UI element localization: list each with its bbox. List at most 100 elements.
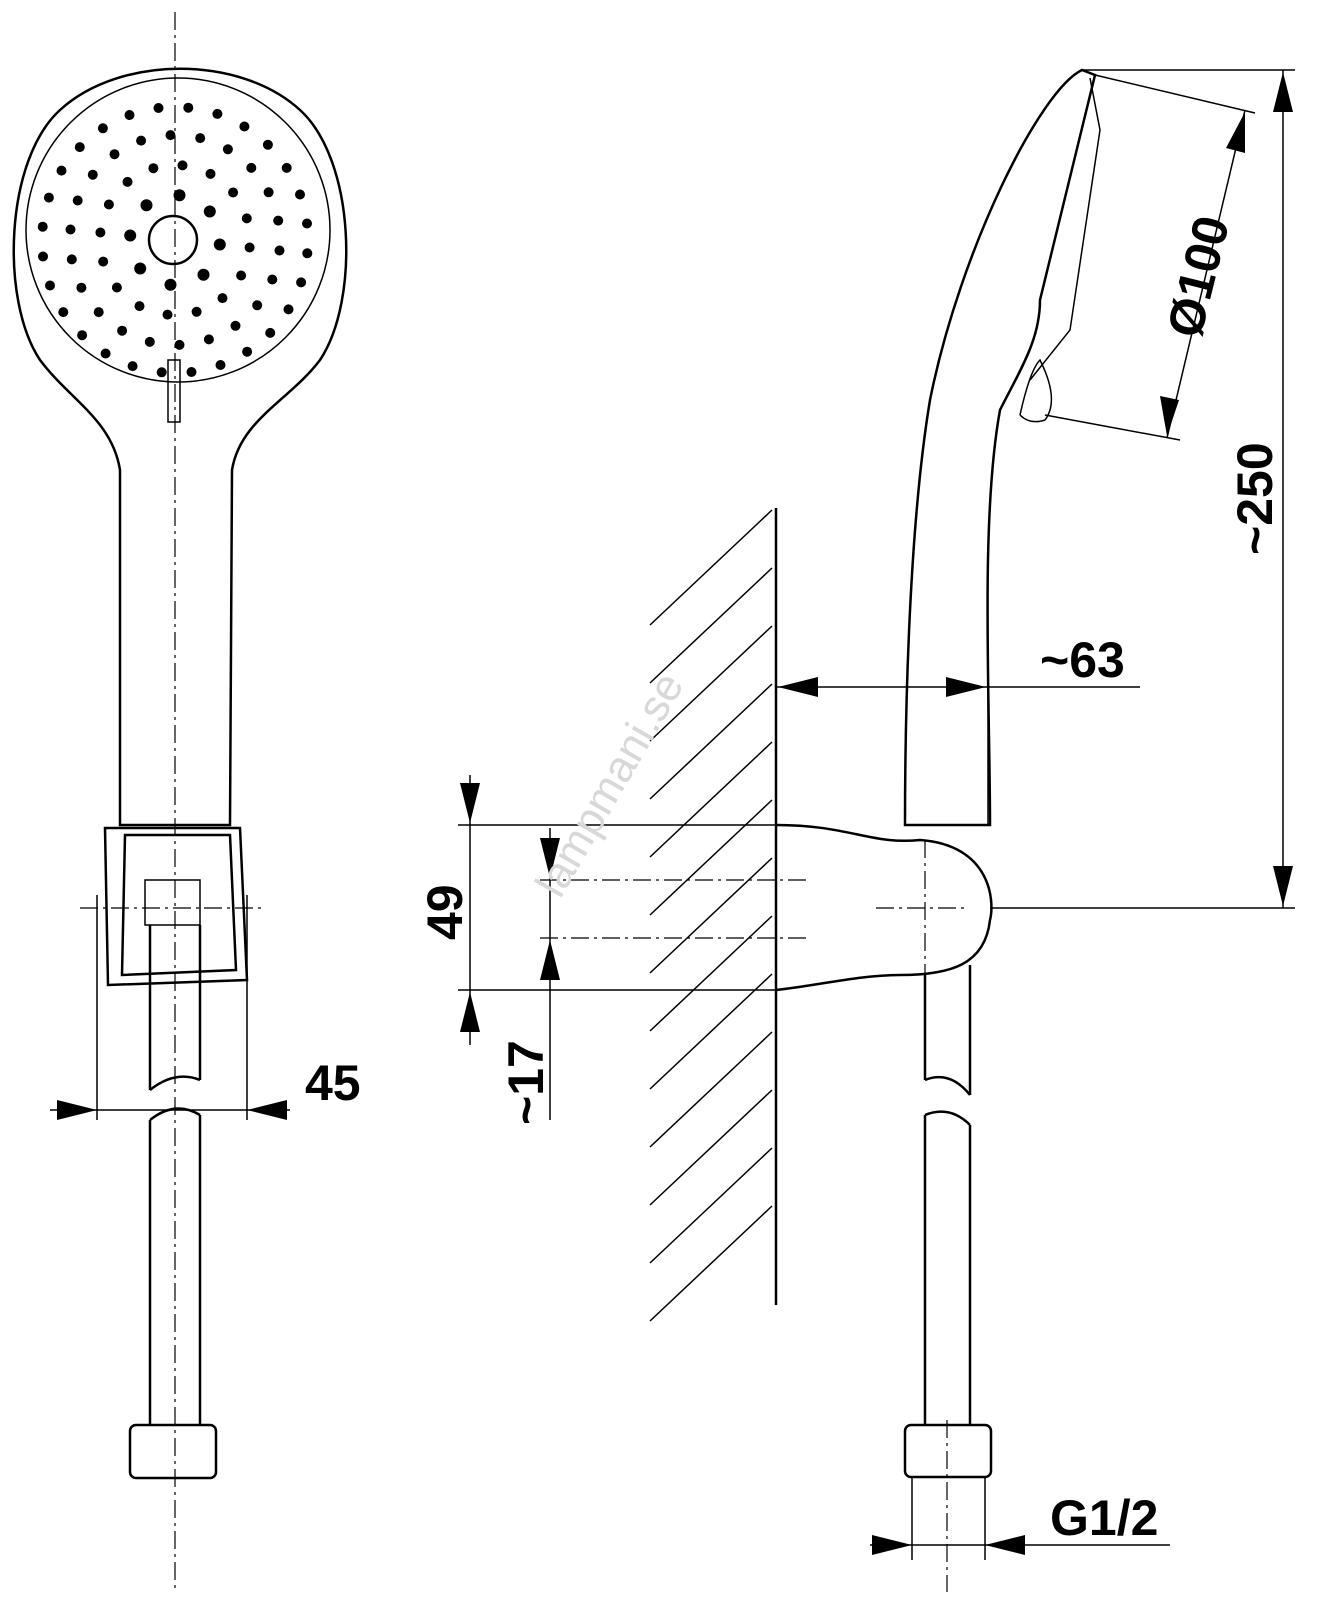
nozzle [262, 139, 273, 150]
hose-side-upper [923, 965, 972, 1096]
nozzle [45, 280, 55, 291]
arrow [1273, 866, 1293, 906]
nozzle [212, 108, 223, 119]
shower-head-outline [12, 67, 348, 827]
nozzle [124, 229, 137, 242]
hose-nut-side [903, 1423, 993, 1479]
nozzle [122, 176, 133, 187]
nozzle [93, 307, 104, 318]
nozzle [65, 224, 76, 235]
nozzle [103, 199, 114, 210]
dim-head-diameter: Ø100 [1156, 210, 1240, 342]
dim-wall-projection: ~63 [1040, 632, 1125, 688]
arrow [985, 1535, 1025, 1555]
nozzle [58, 307, 69, 318]
hose-nut-front [128, 1423, 218, 1480]
nozzle [273, 215, 284, 226]
arrow [1226, 112, 1245, 153]
arrow [460, 992, 480, 1032]
shower-head-face [25, 77, 331, 383]
nozzle [183, 102, 194, 113]
nozzle [177, 160, 188, 171]
nozzle [100, 348, 111, 359]
hatch-line [649, 1089, 773, 1206]
nozzle [174, 339, 185, 350]
wall-hatching [649, 509, 773, 1322]
hose-side-lower [923, 1110, 972, 1425]
nozzle [162, 309, 173, 320]
nozzle [203, 205, 216, 218]
nozzle [72, 195, 83, 206]
nozzle [203, 334, 214, 345]
nozzle [164, 278, 177, 291]
nozzle [213, 238, 226, 251]
center-button [147, 214, 199, 266]
nozzle [191, 306, 202, 317]
nozzle [195, 133, 206, 144]
hatch-line [649, 973, 773, 1090]
hatch-line [649, 799, 773, 916]
nozzle [173, 189, 186, 202]
spray-face-side [1029, 77, 1101, 381]
nozzle [267, 274, 278, 285]
hatch-line [649, 567, 773, 684]
dim-bracket-width: 45 [305, 1055, 361, 1111]
nozzle [252, 300, 263, 311]
nozzle [136, 135, 147, 146]
arrow [247, 1100, 287, 1120]
dim-connection-thread: G1/2 [1050, 1490, 1158, 1546]
nozzle [302, 248, 313, 259]
arrow [540, 940, 560, 980]
nozzle [165, 130, 176, 141]
nozzle [87, 169, 98, 180]
nozzle [205, 168, 216, 179]
hatch-line [649, 857, 773, 974]
nozzle [38, 251, 48, 262]
nozzle [244, 242, 255, 253]
nozzle [197, 268, 210, 281]
ext-line [1094, 74, 1256, 114]
nozzle [153, 103, 164, 113]
nozzle [283, 304, 294, 315]
nozzle [77, 330, 88, 341]
nozzle [140, 199, 153, 212]
nozzle [124, 110, 135, 120]
nozzle [228, 187, 239, 198]
nozzle [148, 163, 159, 174]
nozzle [134, 301, 145, 312]
nozzle [274, 245, 285, 256]
ext-line [1044, 414, 1181, 441]
nozzle [236, 270, 247, 281]
arrow [460, 783, 480, 823]
arrow [540, 838, 560, 878]
arrow [946, 677, 986, 697]
nozzle [263, 187, 274, 198]
hatch-line [649, 741, 773, 858]
arrow [1160, 396, 1179, 436]
nozzle [241, 213, 252, 224]
arrow [778, 677, 818, 697]
nozzle [43, 192, 54, 203]
nozzle [215, 360, 226, 370]
spray-selector [167, 359, 181, 423]
nozzle [302, 218, 312, 229]
front-view: 45 [12, 12, 361, 1592]
nozzle [37, 221, 48, 232]
dim-total-length: ~250 [1227, 442, 1283, 555]
nozzle-pattern [37, 102, 313, 378]
nozzle [239, 121, 250, 132]
nozzle [74, 142, 85, 153]
nozzle [111, 282, 122, 293]
side-view: ~250 Ø100 ~63 49 ~17 G1/2 [417, 68, 1295, 1592]
hose-front-lower [148, 1107, 202, 1425]
nozzle [127, 361, 138, 372]
nozzle [265, 327, 276, 338]
hatch-line [649, 509, 773, 626]
hatch-line [649, 1205, 773, 1322]
nozzle [134, 262, 147, 275]
nozzle [117, 325, 128, 336]
nozzle [246, 162, 257, 173]
hatch-line [649, 625, 773, 742]
watermark: lampmani.se [526, 664, 693, 905]
